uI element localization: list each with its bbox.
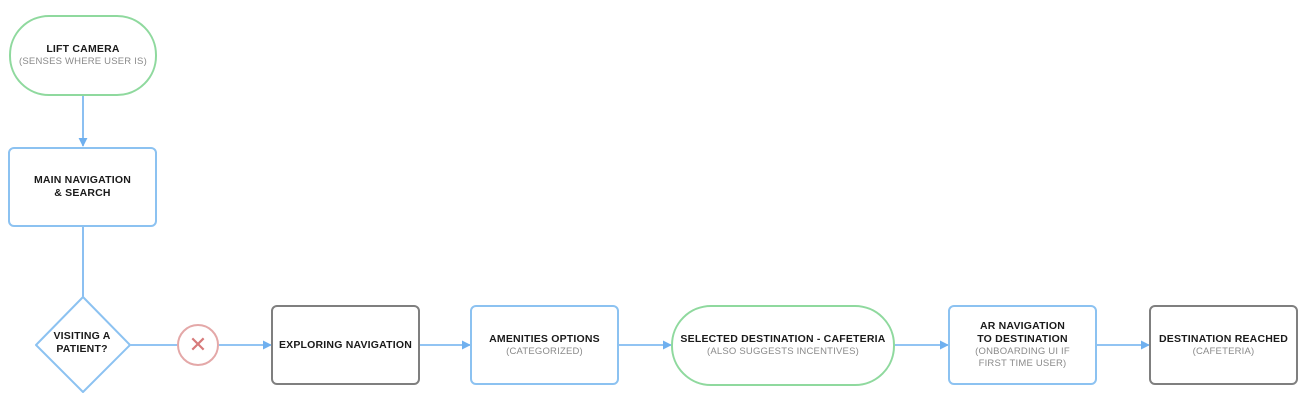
node-selected-destination: SELECTED DESTINATION - CAFETERIA (ALSO S… — [671, 305, 895, 386]
node-destination-reached-title: DESTINATION REACHED — [1158, 332, 1289, 345]
node-amenities-options: AMENITIES OPTIONS (CATEGORIZED) — [470, 305, 619, 385]
node-amenities-options-title: AMENITIES OPTIONS — [489, 332, 600, 345]
node-exploring-navigation-title: EXPLORING NAVIGATION — [278, 338, 413, 351]
node-selected-destination-title: SELECTED DESTINATION - CAFETERIA — [680, 333, 886, 345]
node-ar-navigation-subtitle: (ONBOARDING UI IF FIRST TIME USER) — [975, 346, 1070, 369]
node-selected-destination-subtitle: (ALSO SUGGESTS INCENTIVES) — [707, 346, 859, 357]
node-lift-camera: LIFT CAMERA (SENSES WHERE USER IS) — [9, 15, 157, 96]
node-destination-reached: DESTINATION REACHED (CAFETERIA) — [1149, 305, 1298, 385]
node-ar-navigation: AR NAVIGATION TO DESTINATION (ONBOARDING… — [948, 305, 1097, 385]
decision-label: VISITING A PATIENT? — [53, 330, 111, 355]
node-lift-camera-title: LIFT CAMERA — [46, 43, 120, 55]
node-destination-reached-subtitle: (CAFETERIA) — [1192, 345, 1255, 357]
node-main-navigation: MAIN NAVIGATION & SEARCH — [8, 147, 157, 227]
node-lift-camera-subtitle: (SENSES WHERE USER IS) — [19, 56, 147, 67]
node-ar-navigation-title: AR NAVIGATION TO DESTINATION — [977, 320, 1068, 345]
node-amenities-options-subtitle: (CATEGORIZED) — [506, 345, 583, 357]
node-exploring-navigation: EXPLORING NAVIGATION — [271, 305, 420, 385]
decision-diamond — [35, 296, 131, 393]
close-icon: ✕ — [177, 324, 219, 366]
node-main-navigation-title: MAIN NAVIGATION & SEARCH — [33, 174, 132, 199]
